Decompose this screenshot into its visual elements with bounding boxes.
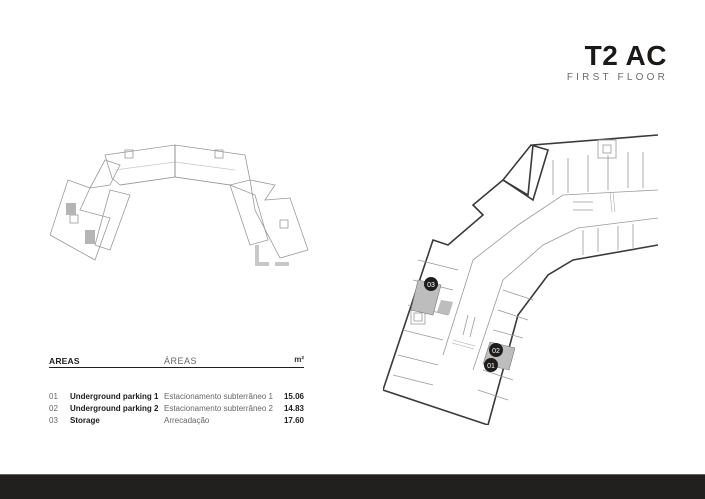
- row-name-pt: Estacionamento subterrâneo 1: [164, 392, 273, 401]
- row-name-en: Underground parking 1: [70, 392, 159, 401]
- row-number: 03: [49, 416, 58, 425]
- marker-01: 01: [484, 358, 498, 372]
- row-number: 02: [49, 404, 58, 413]
- header-areas-en: AREAS: [49, 356, 80, 366]
- svg-text:01: 01: [487, 363, 495, 370]
- table-row: 01 Underground parking 1 Estacionamento …: [49, 392, 304, 404]
- floor-plan-drawing: 03 02 01: [383, 134, 658, 425]
- header-unit: m²: [294, 355, 304, 364]
- areas-table: AREAS ÁREAS m² 01 Underground parking 1 …: [49, 353, 304, 428]
- marker-03: 03: [424, 277, 438, 291]
- row-name-en: Underground parking 2: [70, 404, 159, 413]
- areas-table-header: AREAS ÁREAS m²: [49, 353, 304, 368]
- row-name-pt: Estacionamento subterrâneo 2: [164, 404, 273, 413]
- svg-text:02: 02: [492, 348, 500, 355]
- floor-subtitle: FIRST FLOOR: [566, 72, 668, 83]
- svg-text:03: 03: [427, 282, 435, 289]
- row-area: 15.06: [283, 392, 304, 401]
- header-areas-pt: ÁREAS: [164, 356, 198, 366]
- row-name-en: Storage: [70, 416, 100, 425]
- footer-bar: [0, 474, 705, 499]
- row-name-pt: Arrecadação: [164, 416, 210, 425]
- table-row: 03 Storage Arrecadação 17.60: [49, 416, 304, 428]
- row-number: 01: [49, 392, 58, 401]
- row-area: 14.83: [283, 404, 304, 413]
- unit-title: T2 AC: [584, 40, 667, 71]
- marker-02: 02: [489, 343, 503, 357]
- row-area: 17.60: [283, 416, 304, 425]
- table-row: 02 Underground parking 2 Estacionamento …: [49, 404, 304, 416]
- key-plan-drawing: [50, 144, 309, 266]
